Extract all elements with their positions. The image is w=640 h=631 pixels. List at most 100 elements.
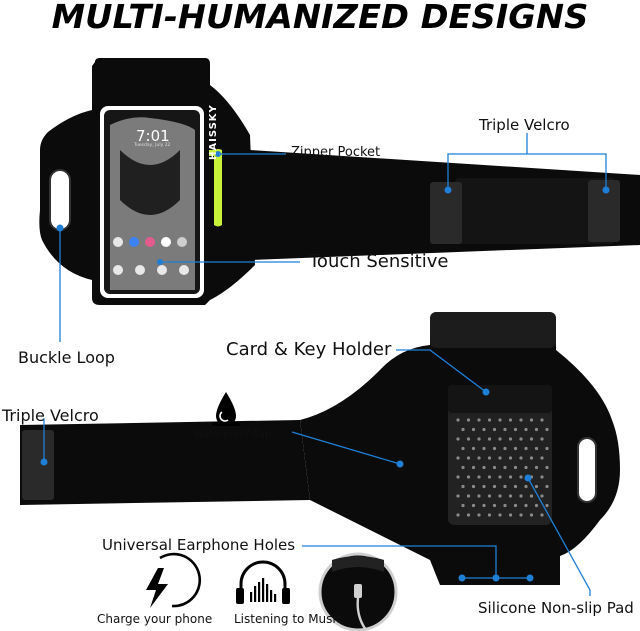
silicone-dot [534, 465, 539, 470]
silicone-dot [513, 484, 518, 489]
velcro-pad [22, 430, 54, 500]
silicone-dot [482, 484, 486, 489]
silicone-dot [540, 418, 544, 422]
label-charge-phone: Charge your phone [97, 612, 213, 626]
silicone-dot [492, 446, 497, 451]
silicone-dot [534, 503, 539, 508]
silicone-dot [482, 446, 486, 451]
callout-lines [43, 133, 607, 596]
silicone-dot-grid [456, 418, 549, 517]
silicone-dot [466, 513, 471, 517]
silicone-dot [498, 437, 502, 441]
silicone-dot [487, 418, 492, 422]
silicone-dot [540, 513, 544, 517]
silicone-dot [477, 513, 481, 517]
silicone-dot [519, 437, 523, 441]
buckle-loop [577, 437, 597, 503]
silicone-dot [513, 465, 518, 470]
silicone-dot [461, 503, 465, 508]
silicone-dot [519, 418, 523, 422]
label-buckle-loop: Buckle Loop [18, 348, 115, 367]
silicone-dot [524, 446, 528, 451]
silicone-dot [498, 494, 502, 498]
brand-mark: HAISSKY [208, 104, 219, 160]
silicone-dot [513, 427, 518, 432]
silicone-dot [461, 446, 465, 451]
silicone-dot [545, 503, 549, 508]
silicone-dot [508, 418, 513, 422]
silicone-dot [461, 484, 465, 489]
silicone-dot [456, 437, 460, 441]
label-touch-sensitive: Touch Sensitive [309, 251, 449, 272]
silicone-dot [487, 494, 492, 498]
silicone-dot [487, 475, 492, 479]
silicone-dot [471, 446, 476, 451]
silicone-dot [534, 484, 539, 489]
velcro-pad [430, 182, 462, 244]
label-waterproof-flap: Waterproof flap [194, 429, 272, 440]
silicone-dot [540, 456, 544, 460]
silicone-dot [508, 475, 513, 479]
silicone-dot [456, 513, 460, 517]
silicone-dot [461, 427, 465, 432]
silicone-dot [529, 418, 534, 422]
label-triple-velcro-left: Triple Velcro [2, 406, 99, 425]
silicone-dot [466, 418, 471, 422]
label-zipper-pocket: Zipper Pocket [291, 145, 381, 160]
label-card-key-holder: Card & Key Holder [226, 339, 392, 360]
silicone-dot [456, 475, 460, 479]
silicone-dot [519, 456, 523, 460]
silicone-dot [524, 484, 528, 489]
silicone-dot [487, 513, 492, 517]
silicone-dot [482, 503, 486, 508]
label-triple-velcro-top: Triple Velcro [479, 116, 570, 134]
silicone-dot [545, 465, 549, 470]
silicone-dot [534, 446, 539, 451]
silicone-dot [529, 437, 534, 441]
silicone-dot [477, 418, 481, 422]
silicone-dot [466, 475, 471, 479]
zipper [214, 149, 222, 227]
silicone-dot [492, 503, 497, 508]
label-listening-music: Listening to Music [234, 612, 343, 626]
silicone-dot [529, 494, 534, 498]
silicone-dot [498, 418, 502, 422]
silicone-dot [524, 465, 528, 470]
silicone-dot [466, 456, 471, 460]
armband-front [39, 58, 640, 305]
silicone-dot [482, 427, 486, 432]
silicone-dot [498, 513, 502, 517]
silicone-dot [503, 427, 507, 432]
velcro-pad [588, 180, 620, 242]
callout-dots [40, 151, 610, 582]
silicone-dot [519, 513, 523, 517]
phone-date: Tuesday, July 22 [134, 143, 171, 148]
silicone-dot [508, 437, 513, 441]
silicone-dot [524, 427, 528, 432]
silicone-dot [503, 503, 507, 508]
silicone-dot [519, 494, 523, 498]
silicone-dot [540, 437, 544, 441]
silicone-dot [545, 484, 549, 489]
silicone-dot [471, 465, 476, 470]
silicone-dot [529, 513, 534, 517]
silicone-dot [487, 437, 492, 441]
silicone-dot [477, 456, 481, 460]
silicone-dot [545, 427, 549, 432]
silicone-dot [498, 475, 502, 479]
silicone-pad [448, 385, 552, 525]
silicone-dot [466, 494, 471, 498]
silicone-dot [529, 456, 534, 460]
charging-cable-icon [318, 552, 398, 631]
silicone-dot [456, 418, 460, 422]
silicone-dot [471, 427, 476, 432]
silicone-dot [503, 484, 507, 489]
silicone-dot [487, 456, 492, 460]
label-universal-earphone-holes: Universal Earphone Holes [102, 536, 296, 554]
water-drop-icon [212, 392, 240, 426]
silicone-dot [508, 513, 513, 517]
silicone-dot [456, 494, 460, 498]
silicone-dot [466, 437, 471, 441]
silicone-dot [471, 484, 476, 489]
